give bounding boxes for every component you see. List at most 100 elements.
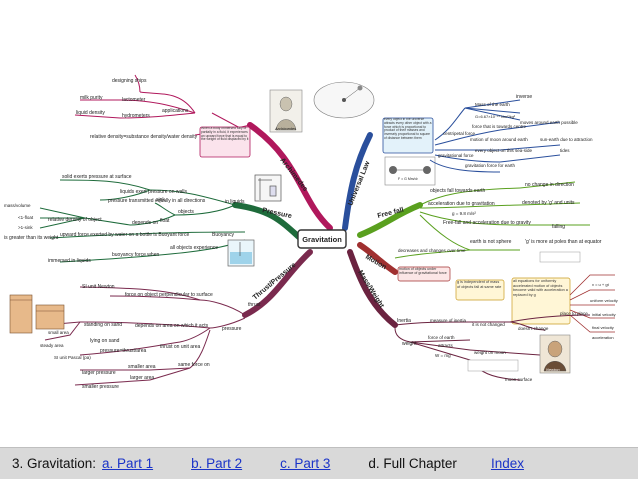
universal-mass-of-earth: Mass of the earth — [475, 102, 510, 107]
universal-law-note-box — [382, 117, 434, 154]
universal-centripetal: centripetal force — [443, 131, 476, 136]
branch-thrust-line — [242, 249, 313, 318]
universal-gravitational: gravitational force — [438, 153, 474, 158]
thrust-small-area: small area — [48, 330, 69, 335]
central-node-box — [297, 229, 347, 249]
archimedes-subtree — [74, 74, 251, 136]
massweight-force-earth: force of earth — [428, 335, 455, 340]
motion-v-u-gt: v = u + gt — [592, 282, 610, 287]
thrust-smaller-pressure: smaller pressure — [82, 384, 119, 390]
branch-freefall-line — [357, 202, 423, 238]
massweight-place-to-place: place to place — [560, 311, 588, 316]
link-part-1[interactable]: a. Part 1 — [102, 456, 154, 471]
chapter-title: 3. Gravitation: — [12, 456, 97, 471]
pressure-depends-on: depends on — [132, 220, 158, 226]
motion-equations-box — [511, 277, 571, 325]
freefall-acceleration-due: acceleration due to gravitation — [428, 201, 495, 207]
link-index[interactable]: Index — [490, 456, 524, 471]
universal-inverse: inverse — [516, 94, 532, 100]
pressure-mass-volume: mass/volume — [4, 203, 31, 208]
thrust-same-force: same force on — [178, 362, 210, 368]
pressure-subtree — [39, 179, 246, 263]
newton-portrait-caption: Newton — [546, 367, 560, 372]
universal-force-towards: force that is towards centre — [472, 124, 527, 129]
newton-portrait: Newton — [539, 334, 571, 374]
main-branches — [232, 122, 423, 328]
archimedes-milk-purity: milk purity — [80, 95, 103, 101]
freefall-accel-gravity: Free-fall and acceleration due to gravit… — [443, 220, 531, 226]
universal-subtree — [429, 99, 561, 173]
branch-universal-line — [342, 132, 373, 231]
freefall-decreases: decreases and changes over time — [398, 248, 466, 253]
branch-pressure-line — [232, 202, 303, 241]
massweight-not-changed: it is not changed — [472, 322, 505, 327]
orbit-illustration — [313, 81, 375, 119]
thrust-smaller-area: smaller area — [128, 364, 156, 370]
branch-massweight-label: Mass/Weight — [356, 269, 385, 309]
thrust-subtree — [44, 286, 246, 386]
universal-motion-around: motion of moon around earth — [470, 137, 528, 142]
universal-every-object: every object on this sea-side — [475, 148, 533, 153]
thrust-larger-pressure: larger pressure — [82, 370, 116, 376]
bricks-illustration — [9, 294, 65, 334]
pressure-objects: objects — [178, 209, 194, 215]
archimedes-hydrometers: hydrometers — [122, 113, 150, 119]
thrust-force-perp: force on object perpendicular to surface — [125, 292, 213, 298]
universal-gravitation-earth: gravitation force for earth — [465, 163, 516, 168]
pressure-transmitted: pressure transmitted equally in all dire… — [108, 198, 206, 204]
pressure-buoyancy-force: buoyancy force when — [112, 252, 159, 258]
archimedes-lactometer: lactometer — [122, 97, 146, 103]
link-part-3[interactable]: c. Part 3 — [280, 456, 331, 471]
archimedes-relative-density: relative density=substance density/water… — [90, 134, 198, 140]
motion-note: motion of objects under influence of gra… — [399, 267, 447, 276]
lab-apparatus-illustration — [254, 174, 282, 202]
motion-note-box — [397, 266, 451, 282]
pressure-solid-exerts: solid exerts pressure at surface — [62, 174, 132, 180]
thrust-standing: standing on sand — [84, 322, 122, 328]
thrust-unit-area: thrust on unit area — [160, 344, 201, 350]
motion-final-velocity: final velocity — [592, 325, 614, 330]
pressure-gt1: >1-sink — [18, 225, 33, 230]
motion-uniform-velocity: uniform velocity — [590, 298, 618, 303]
pressure-lt1: <1-float — [18, 215, 34, 220]
freefall-g-value: g = 9.8 m/s² — [452, 211, 476, 216]
mind-map-canvas: applications designing ships lactometer … — [4, 74, 618, 390]
chapter-navigation-bar: 3. Gravitation: a. Part 1 b. Part 2 c. P… — [0, 447, 638, 479]
massweight-attracts: attracts — [438, 343, 454, 348]
freefall-falling: falling — [552, 224, 565, 230]
motion-equations-subtree — [569, 274, 615, 333]
universal-law-note: every object in the universe attracts ev… — [384, 118, 432, 140]
link-part-2[interactable]: b. Part 2 — [191, 456, 243, 471]
pressure-all-objects: all objects experience — [170, 245, 218, 251]
branch-massweight-line — [347, 249, 398, 328]
massweight-doesnt-change: doesn't change — [518, 326, 549, 331]
archimedes-designing-ships: designing ships — [112, 78, 147, 84]
motion-all-equations: all equations for uniformly accelerated … — [513, 279, 568, 297]
beaker-illustration — [227, 239, 255, 267]
thrust-pressure: pressure — [222, 326, 242, 332]
massweight-w-mg: W = mg — [435, 353, 451, 358]
freefall-formula-box — [539, 251, 581, 263]
pressure-greater-weight: is greater than its weight — [4, 235, 59, 241]
weight-moon-formula-box — [467, 359, 519, 372]
thrust-label: thrust — [248, 302, 261, 308]
pressure-sink: sink — [156, 197, 165, 203]
freefall-objects-fall: objects fall towards earth — [430, 188, 486, 194]
thrust-steady: steady area — [40, 343, 64, 348]
freefall-subtree — [394, 181, 590, 259]
branch-archimedes-label: Archimedes — [278, 157, 308, 193]
massweight-inertia: Inertia — [397, 318, 411, 324]
archimedes-portrait: Archimedes — [269, 89, 303, 133]
massweight-moon-surface: moon surface — [505, 377, 533, 382]
pressure-in-liquids: in liquids — [225, 199, 245, 205]
branch-motion-line — [357, 242, 398, 275]
thrust-si-unit: SI unit Newton — [82, 284, 115, 290]
massweight-measure-inertia: measure of inertia — [430, 318, 467, 323]
universal-tides: tides — [560, 148, 570, 153]
central-node-label: Gravitation — [302, 235, 342, 244]
freefall-g-more-poles: 'g' is more at poles than at equator — [525, 239, 602, 245]
pressure-buoyancy: Buoyancy — [212, 232, 234, 238]
archimedes-applications: applications — [162, 108, 189, 114]
universal-sun-earth: sun-earth due to attraction — [540, 137, 593, 142]
pressure-upward-force: upward force exerted by water on a bottl… — [60, 232, 189, 238]
